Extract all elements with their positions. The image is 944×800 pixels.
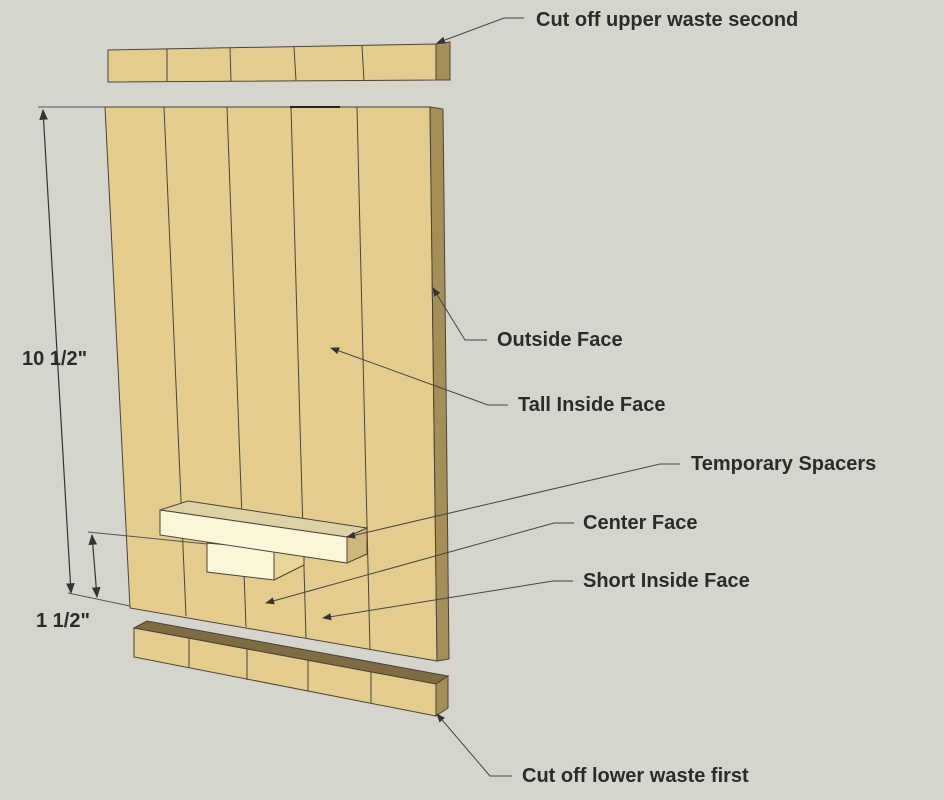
leader-center-face bbox=[265, 522, 574, 605]
upper-waste-strip bbox=[107, 41, 451, 83]
temporary-spacers bbox=[159, 500, 369, 581]
height-dimension-label: 10 1/2" bbox=[22, 348, 88, 370]
lower-waste-label: Cut off lower waste first bbox=[522, 765, 749, 787]
upper-waste-label: Cut off upper waste second bbox=[536, 9, 799, 31]
leader-short-inside-face bbox=[322, 580, 573, 621]
leader-outside-face bbox=[432, 287, 487, 341]
offset-dimension-label: 1 1/2" bbox=[36, 610, 90, 632]
height-dimension bbox=[38, 106, 131, 607]
short-inside-face-label: Short Inside Face bbox=[583, 570, 750, 592]
temporary-spacers-label: Temporary Spacers bbox=[691, 453, 877, 475]
center-face-label: Center Face bbox=[583, 512, 698, 534]
leader-lower-waste bbox=[436, 713, 512, 777]
leader-lines bbox=[265, 17, 680, 777]
lower-waste-strip bbox=[132, 620, 450, 717]
leader-tall-inside-face bbox=[330, 347, 508, 406]
leader-temporary-spacers bbox=[346, 463, 680, 539]
tall-inside-face-label: Tall Inside Face bbox=[518, 394, 666, 416]
leader-upper-waste bbox=[436, 17, 524, 44]
outside-face-label: Outside Face bbox=[497, 329, 623, 351]
offset-dimension bbox=[87, 531, 208, 599]
